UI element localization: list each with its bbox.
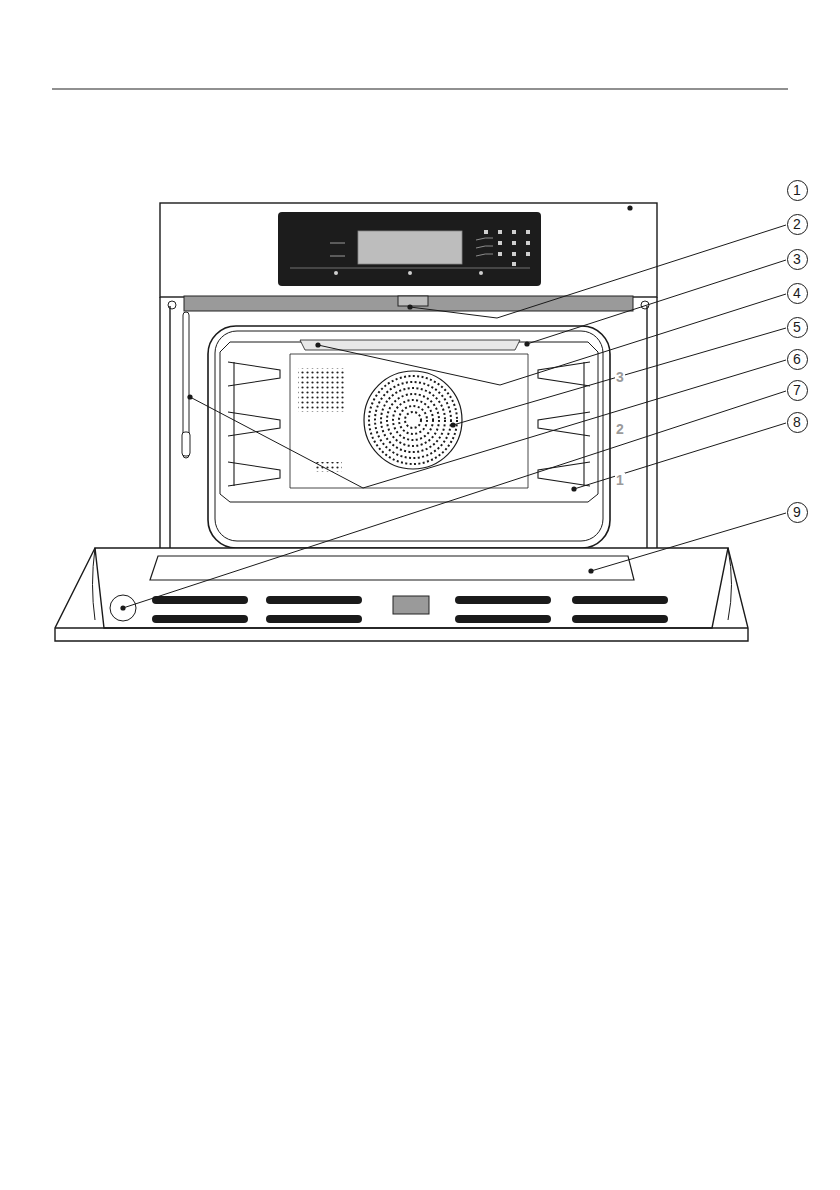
callout-number: 8 [793,415,801,429]
shelf-runners [228,362,590,486]
callout-number: 7 [793,383,801,397]
callout-circle: 6 [787,349,808,370]
callout-circle: 4 [787,283,808,304]
callout-circle: 3 [787,249,808,270]
callout-number: 9 [793,505,801,519]
vent-strip [184,296,633,311]
door-seal [183,312,189,458]
callout-circle: 2 [787,214,808,235]
callout-circle: 8 [787,412,808,433]
leader-lines [123,225,786,608]
control-panel [278,212,541,286]
callout-number: 2 [793,217,801,231]
shelf-level-number: 1 [615,473,625,487]
callout-number: 3 [793,252,801,266]
callout-number: 4 [793,286,801,300]
callout-circle: 1 [787,180,808,201]
callout-circle: 9 [787,502,808,523]
door-lock [398,296,428,306]
oven-body [160,203,657,548]
shelf-level-number: 2 [615,422,625,436]
callout-circle: 5 [787,317,808,338]
callout-number: 5 [793,320,801,334]
fan-cover [364,371,462,469]
callout-circle: 7 [787,380,808,401]
callout-number: 1 [793,183,801,197]
leader-dots [120,205,632,610]
shelf-level-number: 3 [615,370,625,384]
grill-holes [298,368,346,412]
oven-door [55,548,748,641]
door-contact [182,432,190,456]
callout-number: 6 [793,352,801,366]
header-rule [52,88,788,89]
